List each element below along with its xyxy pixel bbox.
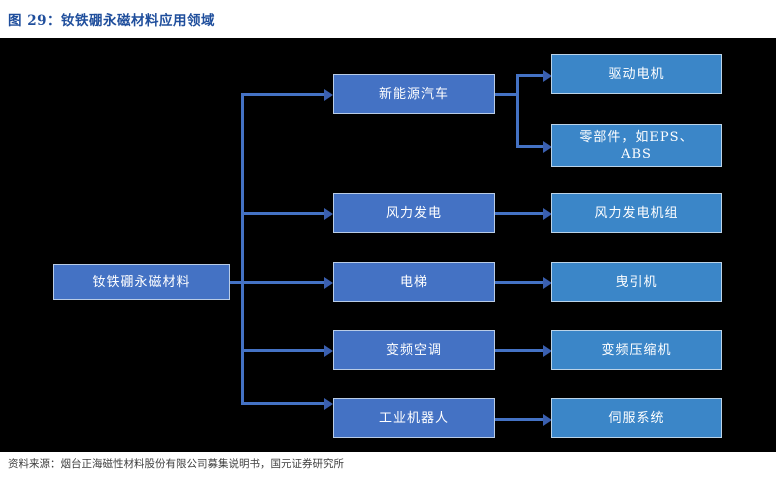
node-servo-system[interactable]: 伺服系统 [551, 398, 722, 438]
node-elevator[interactable]: 电梯 [333, 262, 495, 302]
node-label: 新能源汽车 [378, 86, 449, 102]
node-wind-turbine-generator[interactable]: 风力发电机组 [551, 193, 722, 233]
node-label: 风力发电 [385, 205, 442, 221]
connector-root-stub [230, 281, 244, 284]
connector-nev-split [516, 74, 519, 148]
title-bar: 图 29：钕铁硼永磁材料应用领域 [0, 0, 776, 38]
node-traction-machine[interactable]: 曳引机 [551, 262, 722, 302]
node-new-energy-vehicle[interactable]: 新能源汽车 [333, 74, 495, 114]
connector-wind [495, 212, 544, 215]
arrow-elevator [543, 277, 552, 289]
arrow-wind [543, 208, 552, 220]
arrow-robot [543, 414, 552, 426]
connector-branch-2 [241, 212, 325, 215]
footer-bar: 资料来源：烟台正海磁性材料股份有限公司募集说明书，国元证券研究所 [0, 452, 776, 480]
node-label: 电梯 [399, 274, 428, 290]
node-industrial-robot[interactable]: 工业机器人 [333, 398, 495, 438]
connector-nev-stub [495, 93, 519, 96]
node-label-line2: ABS [621, 146, 652, 162]
arrow-branch-2 [324, 208, 333, 220]
node-label: 工业机器人 [378, 410, 449, 426]
arrow-branch-4 [324, 345, 333, 357]
connector-elevator [495, 281, 544, 284]
arrow-nev-child-2 [543, 141, 552, 153]
node-root-label: 钕铁硼永磁材料 [92, 274, 191, 290]
node-label: 零部件，如EPS、 ABS [552, 129, 721, 163]
connector-aircon [495, 349, 544, 352]
arrow-branch-3 [324, 277, 333, 289]
connector-branch-3 [241, 281, 325, 284]
node-label: 驱动电机 [608, 66, 665, 82]
node-label: 变频空调 [385, 342, 442, 358]
source-note: 资料来源：烟台正海磁性材料股份有限公司募集说明书，国元证券研究所 [8, 458, 344, 470]
connector-nev-child-2 [516, 145, 544, 148]
arrow-nev-child-1 [543, 70, 552, 82]
connector-trunk [241, 94, 244, 405]
connector-branch-4 [241, 349, 325, 352]
node-label: 变频压缩机 [601, 342, 672, 358]
node-inverter-compressor[interactable]: 变频压缩机 [551, 330, 722, 370]
node-label: 风力发电机组 [594, 205, 679, 221]
page-title: 图 29：钕铁硼永磁材料应用领域 [8, 13, 215, 29]
node-drive-motor[interactable]: 驱动电机 [551, 54, 722, 94]
connector-branch-1 [241, 93, 325, 96]
node-inverter-air-conditioner[interactable]: 变频空调 [333, 330, 495, 370]
connector-robot [495, 418, 544, 421]
node-auto-parts-eps-abs[interactable]: 零部件，如EPS、 ABS [551, 124, 722, 167]
node-label-line1: 零部件，如EPS、 [579, 129, 694, 145]
diagram-canvas: 钕铁硼永磁材料 新能源汽车 风力发电 电梯 变频空调 工业机器人 驱动电机 零部… [0, 38, 776, 452]
node-root[interactable]: 钕铁硼永磁材料 [53, 264, 230, 300]
arrow-branch-5 [324, 398, 333, 410]
node-label: 伺服系统 [608, 410, 665, 426]
node-label: 曳引机 [615, 274, 658, 290]
connector-branch-5 [241, 402, 325, 405]
arrow-aircon [543, 345, 552, 357]
connector-nev-child-1 [516, 74, 544, 77]
arrow-branch-1 [324, 89, 333, 101]
node-wind-power[interactable]: 风力发电 [333, 193, 495, 233]
